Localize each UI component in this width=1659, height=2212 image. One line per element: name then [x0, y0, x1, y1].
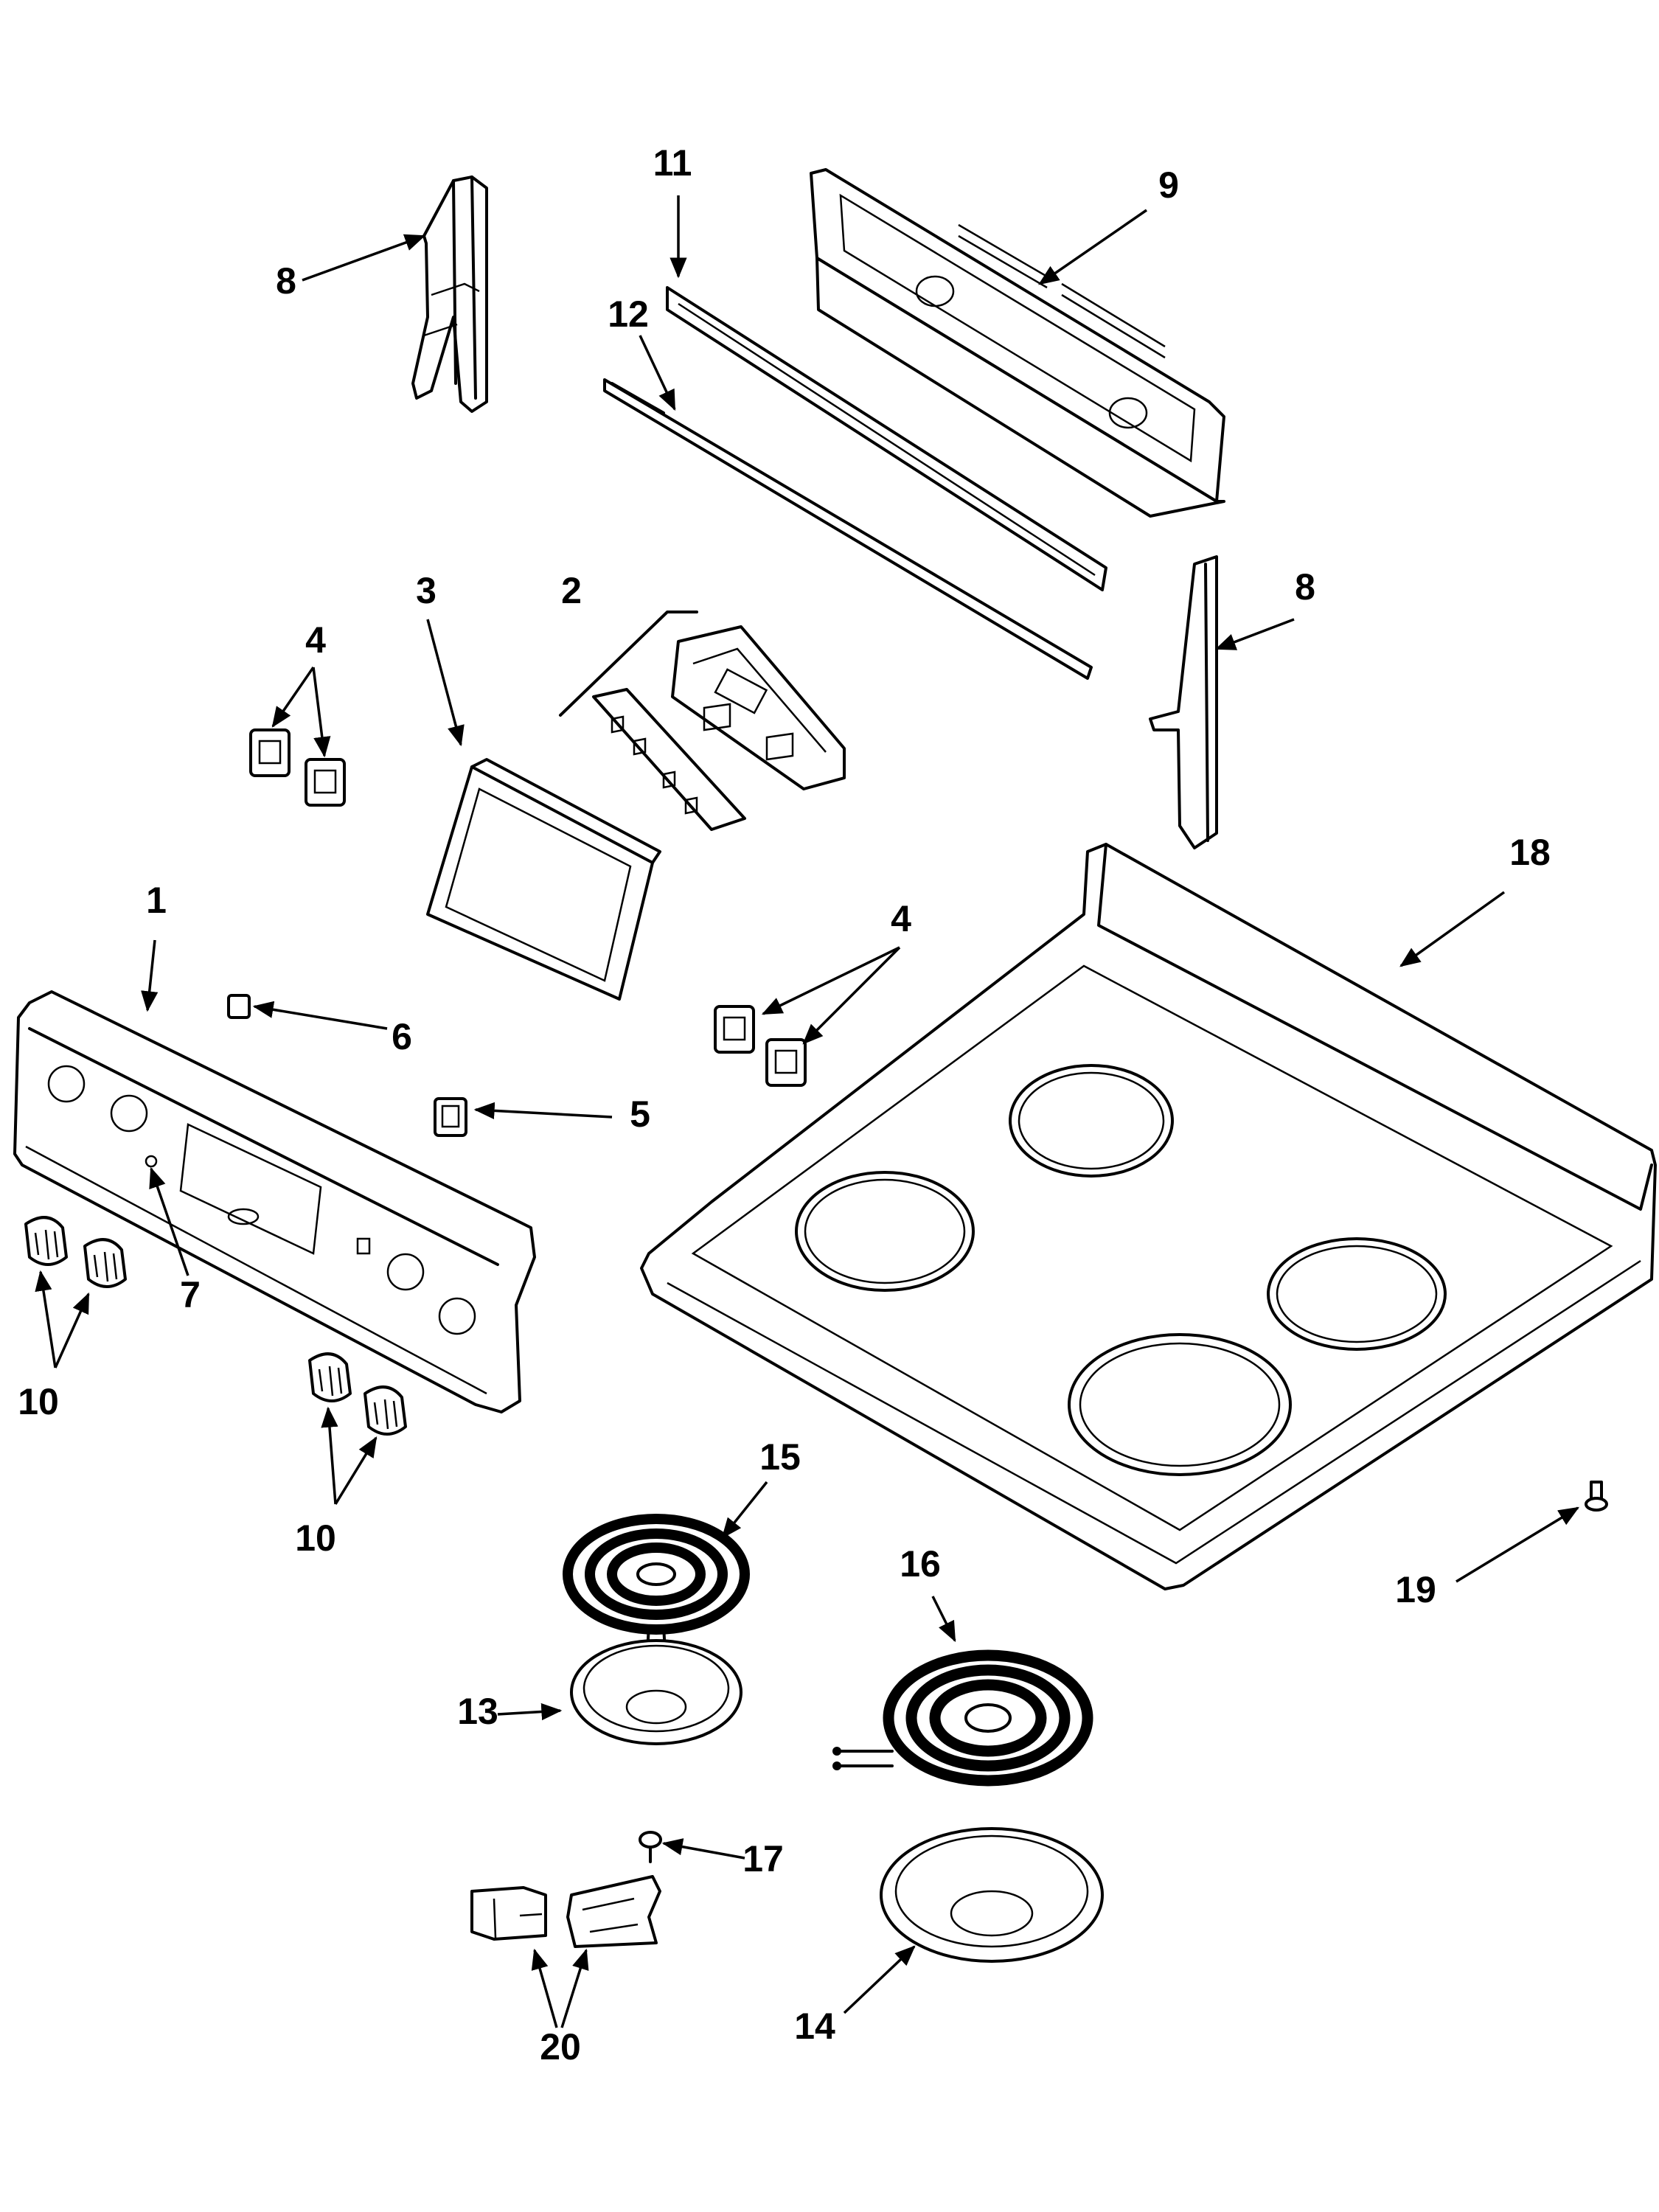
callout-10-left: 10 [18, 1381, 59, 1422]
electronic-control [671, 625, 846, 790]
leader-lines [35, 195, 1579, 2028]
terminal-screw [639, 1831, 662, 1863]
callout-4-left: 4 [305, 619, 326, 661]
drip-pan-large [880, 1827, 1104, 1963]
surface-element-large [832, 1649, 1093, 1787]
callout-17: 17 [742, 1838, 784, 1879]
callout-4-right: 4 [891, 898, 911, 939]
knob-group-left [24, 1216, 127, 1288]
control-overlay [592, 688, 746, 831]
callout-18: 18 [1509, 832, 1551, 873]
light-switch [227, 994, 251, 1019]
receptacle-kit [470, 1875, 661, 1948]
callout-5: 5 [630, 1093, 650, 1135]
callout-19: 19 [1395, 1569, 1436, 1610]
infinite-switch-left-pair [249, 728, 346, 807]
cooktop [640, 843, 1657, 1590]
rear-panel-bracket [810, 168, 1225, 518]
side-trim-right [1149, 555, 1218, 849]
infinite-switch-right-pair [714, 1005, 807, 1087]
callout-7: 7 [180, 1274, 201, 1315]
rocker-switch [434, 1097, 467, 1137]
knob-group-right [308, 1352, 407, 1436]
callout-9: 9 [1158, 164, 1179, 206]
drip-pan-small [570, 1639, 742, 1745]
callout-6: 6 [392, 1016, 412, 1057]
gasket-strip [603, 378, 1093, 680]
callout-20: 20 [540, 2026, 581, 2067]
trim-strip [666, 286, 1107, 591]
callout-8-left: 8 [276, 260, 296, 302]
callout-14: 14 [794, 2006, 835, 2047]
callout-16: 16 [900, 1543, 941, 1585]
callout-1: 1 [146, 880, 167, 921]
callout-12: 12 [608, 293, 649, 335]
callout-10-right: 10 [295, 1517, 336, 1559]
callout-labels: 1 2 3 4 4 5 6 7 8 8 9 10 10 11 12 13 14 … [18, 142, 1551, 2067]
control-panel [13, 990, 536, 1413]
display-window [426, 758, 661, 1001]
callout-13: 13 [457, 1691, 498, 1732]
side-trim-left [411, 175, 488, 413]
callout-11: 11 [653, 142, 692, 184]
surface-element-small [563, 1514, 750, 1653]
callout-2: 2 [561, 570, 582, 611]
cooktop-screw [1585, 1481, 1608, 1512]
callout-15: 15 [759, 1436, 801, 1478]
callout-3: 3 [416, 570, 437, 611]
callout-8-right: 8 [1295, 566, 1315, 608]
